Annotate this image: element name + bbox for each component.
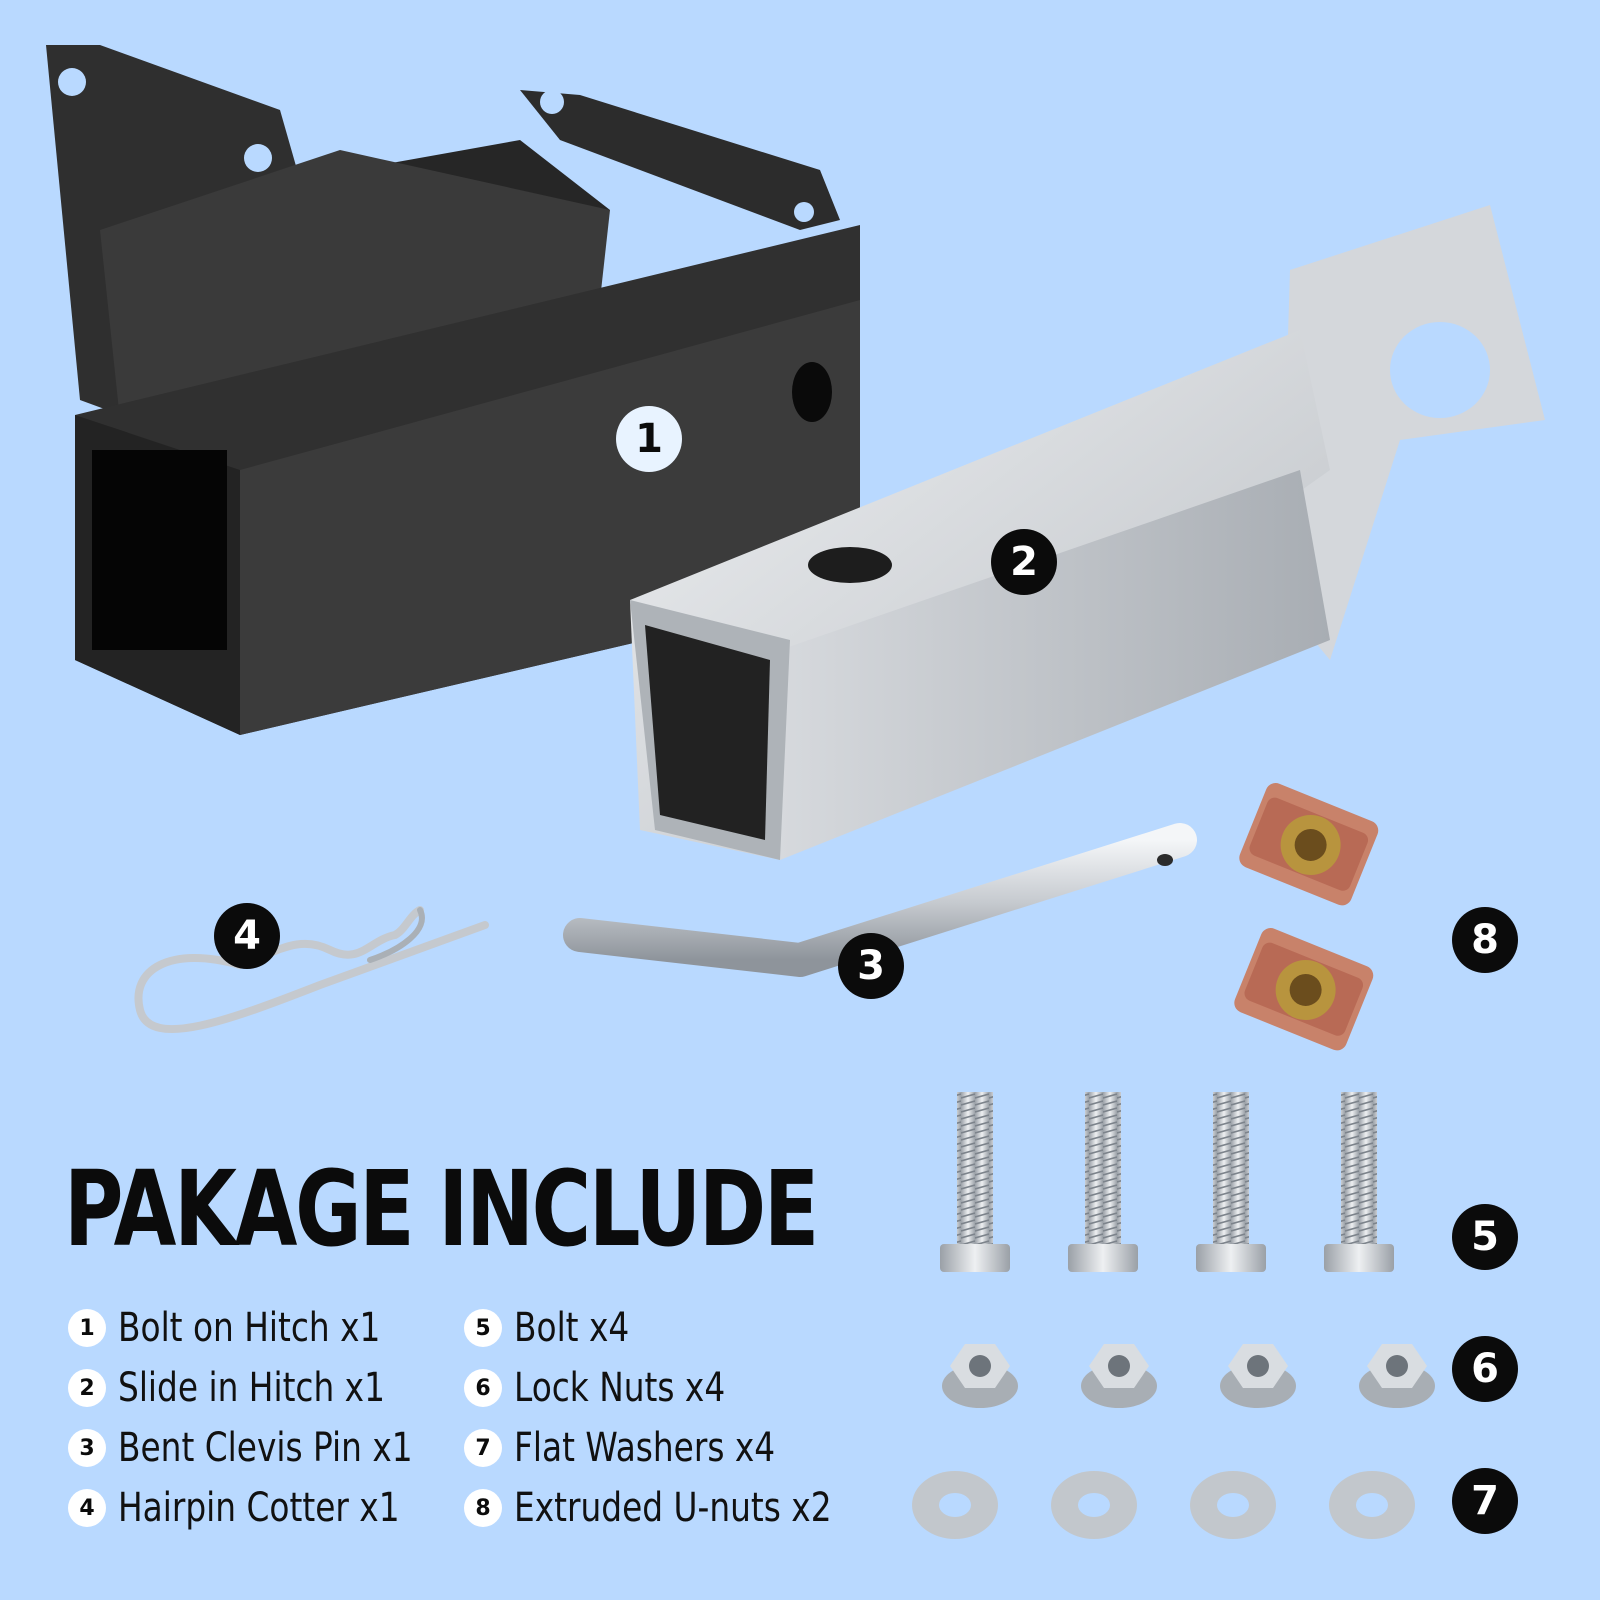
list-item: 1 Bolt on Hitch x1	[68, 1298, 477, 1358]
item-label: Flat Washers x4	[514, 1425, 776, 1471]
item-number-badge: 8	[464, 1489, 502, 1527]
callout-badge-6: 6	[1452, 1336, 1518, 1402]
callout-badge-1: 1	[616, 406, 682, 472]
list-item: 5 Bolt x4	[464, 1298, 901, 1358]
item-number-badge: 6	[464, 1369, 502, 1407]
lock-nuts-image	[942, 1344, 1435, 1408]
item-number-badge: 1	[68, 1309, 106, 1347]
callout-badge-8: 8	[1452, 907, 1518, 973]
item-label: Bent Clevis Pin x1	[118, 1425, 413, 1471]
callout-badge-4: 4	[214, 903, 280, 969]
list-item: 8 Extruded U-nuts x2	[464, 1478, 901, 1538]
list-item: 3 Bent Clevis Pin x1	[68, 1418, 477, 1478]
page-title: PAKAGE INCLUDE	[64, 1148, 819, 1270]
contents-list-right: 5 Bolt x4 6 Lock Nuts x4 7 Flat Washers …	[464, 1298, 901, 1538]
callout-badge-3: 3	[838, 933, 904, 999]
list-item: 7 Flat Washers x4	[464, 1418, 901, 1478]
item-label: Hairpin Cotter x1	[118, 1485, 400, 1531]
item-number-badge: 5	[464, 1309, 502, 1347]
list-item: 6 Lock Nuts x4	[464, 1358, 901, 1418]
flat-washers-image	[912, 1471, 1415, 1539]
callout-badge-5: 5	[1452, 1204, 1518, 1270]
list-item: 4 Hairpin Cotter x1	[68, 1478, 477, 1538]
u-nuts-image	[1234, 783, 1379, 1051]
item-label: Lock Nuts x4	[514, 1365, 726, 1411]
item-number-badge: 7	[464, 1429, 502, 1467]
bent-clevis-pin-image	[563, 823, 1197, 977]
item-number-badge: 4	[68, 1489, 106, 1527]
item-label: Extruded U-nuts x2	[514, 1485, 832, 1531]
callout-badge-7: 7	[1452, 1468, 1518, 1534]
item-number-badge: 3	[68, 1429, 106, 1467]
callout-badge-2: 2	[991, 529, 1057, 595]
hairpin-cotter-image	[134, 906, 489, 1034]
contents-list-left: 1 Bolt on Hitch x1 2 Slide in Hitch x1 3…	[68, 1298, 477, 1538]
item-label: Bolt on Hitch x1	[118, 1305, 381, 1351]
list-item: 2 Slide in Hitch x1	[68, 1358, 477, 1418]
item-label: Bolt x4	[514, 1305, 630, 1351]
item-number-badge: 2	[68, 1369, 106, 1407]
slide-in-hitch-image	[630, 205, 1545, 860]
item-label: Slide in Hitch x1	[118, 1365, 385, 1411]
bolts-image	[940, 1092, 1394, 1272]
